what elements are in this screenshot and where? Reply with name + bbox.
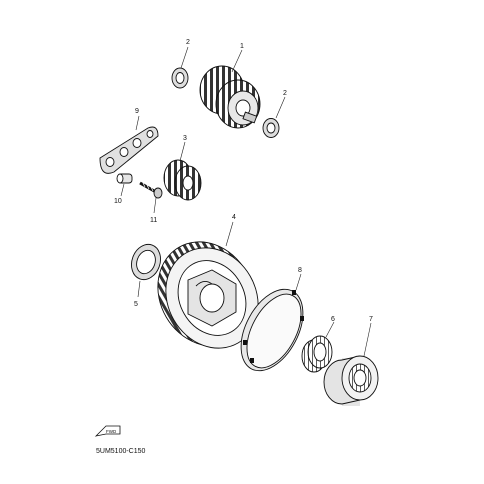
callout-3: 3 <box>183 135 187 142</box>
callout-7: 7 <box>369 316 373 323</box>
front-marker-label: FWD <box>106 429 117 434</box>
callout-8: 8 <box>298 267 302 274</box>
callout-9: 9 <box>135 108 139 115</box>
needle-bearing-part-6 <box>301 335 333 373</box>
plate-part-9 <box>99 126 159 174</box>
pin-part-10 <box>116 173 133 184</box>
diagram-code: 5UM5100-C150 <box>96 448 146 455</box>
callout-2-lower: 2 <box>283 90 287 97</box>
callout-11: 11 <box>150 217 157 224</box>
bolt-part-11 <box>139 181 163 199</box>
callout-10: 10 <box>114 198 122 205</box>
callout-4: 4 <box>232 214 236 221</box>
callout-6: 6 <box>331 316 335 323</box>
front-direction-marker: FWD <box>94 425 121 437</box>
gear-part-3 <box>163 159 202 201</box>
clutch-plate-part-8 <box>240 288 304 372</box>
one-way-clutch-part-7 <box>323 355 379 406</box>
washer-part-2-upper <box>171 67 189 89</box>
callout-1: 1 <box>240 43 244 50</box>
starter-wheel-gear-part-4 <box>157 241 259 349</box>
callout-5: 5 <box>134 301 138 308</box>
callout-2-upper: 2 <box>186 39 190 46</box>
washer-part-5 <box>131 243 161 281</box>
washer-part-2-lower <box>262 118 280 138</box>
idle-gear-part-1 <box>199 65 261 129</box>
